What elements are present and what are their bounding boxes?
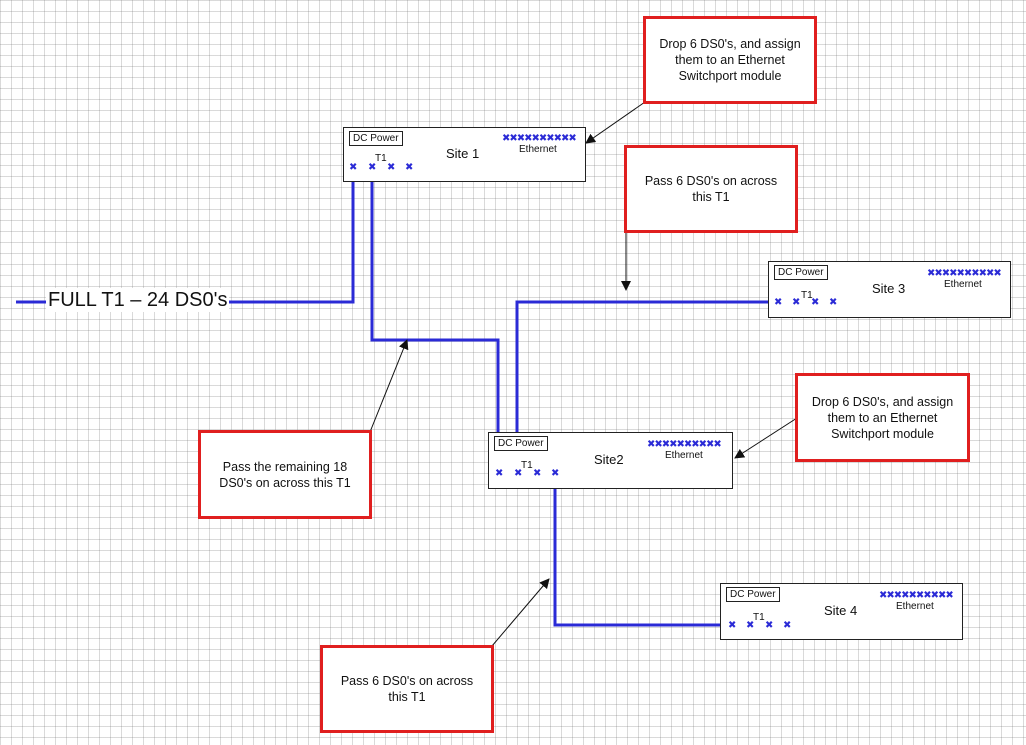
callout-note-site2-drop: Drop 6 DS0's, and assign them to an Ethe… — [795, 373, 970, 462]
site-1-box: DC Power Site 1 ✖✖✖✖✖✖✖✖✖✖ Ethernet T1 ✖… — [343, 127, 586, 182]
site-name: Site 1 — [446, 146, 480, 161]
site2-to-site4-line — [553, 474, 730, 627]
dc-power-label: DC Power — [494, 436, 548, 451]
site-name: Site 3 — [872, 281, 906, 296]
callout-arrow-site2 — [734, 417, 798, 459]
ethernet-label: Ethernet — [944, 279, 982, 290]
t1-port: ✖ — [349, 162, 358, 173]
dc-power-label: DC Power — [726, 587, 780, 602]
callout-arrow-site4-link — [491, 578, 550, 647]
dc-power-label: DC Power — [774, 265, 828, 280]
t1-label: T1 — [375, 153, 387, 164]
site-2-box: DC Power Site2 ✖✖✖✖✖✖✖✖✖✖ Ethernet T1 ✖ … — [488, 432, 733, 489]
ethernet-ports: ✖✖✖✖✖✖✖✖✖✖ — [502, 133, 577, 144]
site-3-box: DC Power Site 3 ✖✖✖✖✖✖✖✖✖✖ Ethernet T1 ✖… — [768, 261, 1011, 318]
t1-port: ✖ — [368, 162, 377, 173]
t1-port: ✖ — [387, 162, 396, 173]
t1-port: ✖ — [829, 297, 838, 308]
ethernet-ports: ✖✖✖✖✖✖✖✖✖✖ — [927, 268, 1002, 279]
callout-arrow-site1-link — [369, 339, 409, 433]
ethernet-label: Ethernet — [665, 450, 703, 461]
t1-port: ✖ — [783, 620, 792, 631]
ethernet-ports: ✖✖✖✖✖✖✖✖✖✖ — [647, 439, 722, 450]
t1-label: T1 — [753, 612, 765, 623]
site-name: Site 4 — [824, 603, 858, 618]
t1-label: T1 — [521, 460, 533, 471]
t1-port: ✖ — [514, 468, 523, 479]
ethernet-ports: ✖✖✖✖✖✖✖✖✖✖ — [879, 590, 954, 601]
t1-port: ✖ — [405, 162, 414, 173]
t1-port: ✖ — [774, 297, 783, 308]
t1-port: ✖ — [811, 297, 820, 308]
callout-note-site4-pass: Pass 6 DS0's on across this T1 — [320, 645, 494, 733]
t1-port: ✖ — [765, 620, 774, 631]
t1-port: ✖ — [551, 468, 560, 479]
t1-port: ✖ — [792, 297, 801, 308]
site2-to-site3-line — [515, 300, 778, 470]
callout-note-remaining-pass: Pass the remaining 18 DS0's on across th… — [198, 430, 372, 519]
site1-to-site2-line — [370, 166, 500, 470]
t1-label: T1 — [801, 290, 813, 301]
site-4-box: DC Power Site 4 ✖✖✖✖✖✖✖✖✖✖ Ethernet T1 ✖… — [720, 583, 963, 640]
site-name: Site2 — [594, 452, 624, 467]
callout-note-site3-pass: Pass 6 DS0's on across this T1 — [624, 145, 798, 233]
t1-port: ✖ — [746, 620, 755, 631]
ethernet-label: Ethernet — [519, 144, 557, 155]
dc-power-label: DC Power — [349, 131, 403, 146]
callout-note-site1-drop: Drop 6 DS0's, and assign them to an Ethe… — [643, 16, 817, 104]
ethernet-label: Ethernet — [896, 601, 934, 612]
t1-port: ✖ — [495, 468, 504, 479]
incoming-t1-line — [16, 166, 355, 304]
t1-port: ✖ — [728, 620, 737, 631]
callout-arrow-site1 — [585, 101, 646, 144]
full-t1-title: FULL T1 – 24 DS0's — [46, 288, 230, 312]
t1-port: ✖ — [533, 468, 542, 479]
